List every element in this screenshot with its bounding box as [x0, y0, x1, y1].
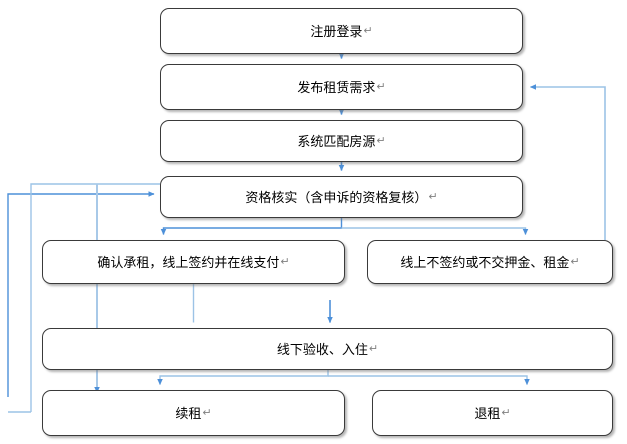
node-publish[interactable]: 发布租赁需求↵	[160, 64, 523, 110]
node-register-label: 注册登录	[310, 23, 363, 39]
paragraph-mark-icon: ↵	[202, 406, 212, 419]
paragraph-mark-icon: ↵	[368, 342, 379, 355]
node-checkin-label: 线下验收、入住	[276, 341, 368, 357]
node-verify[interactable]: 资格核实（含申诉的资格复核）↵	[160, 176, 523, 218]
node-nosign[interactable]: 线上不签约或不交押金、租金↵	[367, 240, 613, 284]
edge-verify-to-sign	[160, 218, 343, 236]
edge-checkin-to-terminate	[328, 375, 530, 386]
node-renew-label: 续租	[175, 405, 202, 421]
node-verify-label: 资格核实（含申诉的资格复核）	[245, 189, 428, 205]
edge-sign-to-checkin	[192, 284, 333, 324]
node-renew[interactable]: 续租↵	[42, 390, 345, 436]
paragraph-mark-icon: ↵	[376, 134, 386, 147]
edge-checkin-to-renew	[157, 370, 329, 386]
node-terminate-label: 退租	[474, 405, 501, 421]
paragraph-mark-icon: ↵	[501, 406, 511, 419]
paragraph-mark-icon: ↵	[376, 80, 386, 93]
node-register[interactable]: 注册登录↵	[160, 8, 523, 54]
node-publish-label: 发布租赁需求	[297, 79, 376, 95]
node-match[interactable]: 系统匹配房源↵	[160, 120, 523, 162]
node-terminate[interactable]: 退租↵	[372, 390, 613, 436]
paragraph-mark-icon: ↵	[363, 24, 373, 37]
paragraph-mark-icon: ↵	[428, 190, 438, 203]
node-nosign-label: 线上不签约或不交押金、租金	[400, 254, 570, 270]
node-sign[interactable]: 确认承租，线上签约并在线支付↵	[42, 240, 345, 284]
edge-renew-to-verify-loop-outer	[7, 191, 155, 413]
paragraph-mark-icon: ↵	[570, 255, 580, 268]
node-sign-label: 确认承租，线上签约并在线支付	[97, 254, 280, 270]
edge-renew-loop-inner	[30, 183, 160, 412]
node-checkin[interactable]: 线下验收、入住↵	[42, 328, 613, 370]
edge-nosign-to-publish-loop	[529, 84, 606, 240]
paragraph-mark-icon: ↵	[280, 255, 290, 268]
node-match-label: 系统匹配房源	[297, 133, 376, 149]
edge-verify-to-nosign	[341, 227, 529, 236]
